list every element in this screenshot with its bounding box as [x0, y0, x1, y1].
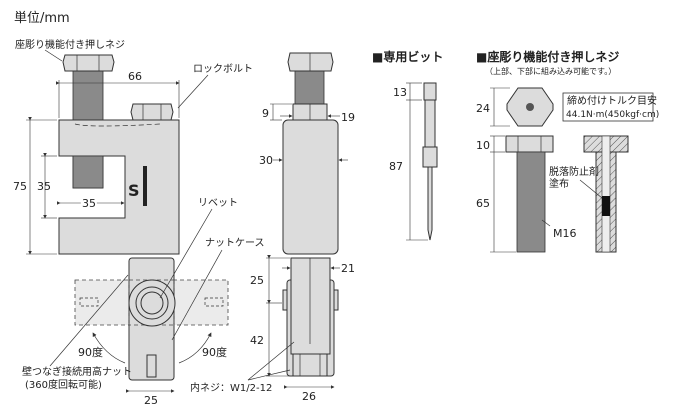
push-screw-head: [62, 54, 115, 72]
push-screw-label: 座彫り機能付き押しネジ: [15, 38, 125, 51]
screw-thread: [516, 151, 546, 253]
inner-thread-label: 内ネジ：W1/2-12: [190, 381, 272, 394]
rivet: [140, 291, 164, 315]
dim-10: 10: [476, 139, 490, 152]
dim-75: 75: [13, 180, 27, 193]
dim-13: 13: [393, 86, 407, 99]
bit-section: ■専用ビット 13 87: [372, 49, 443, 241]
dim-25: 25: [250, 274, 264, 287]
dim-19: 19: [341, 111, 355, 124]
thread-size: M16: [553, 227, 577, 240]
dim-opening-height-35: 35: [37, 180, 51, 193]
high-nut-label: 壁つなぎ接続用高ナット: [22, 365, 132, 378]
push-screw-section: ■座彫り機能付き押しネジ （上部、下部に組み込み可能です。） 締め付けトルク目安…: [476, 49, 659, 253]
dim-26: 26: [302, 390, 316, 403]
dim-42: 42: [250, 334, 264, 347]
torque-label: 締め付けトルク目安: [567, 94, 657, 107]
logo-icon: S: [128, 166, 147, 206]
dim-65: 65: [476, 197, 490, 210]
adhesive-label-1: 脱落防止剤: [549, 165, 599, 178]
rivet-label: リベット: [198, 197, 238, 209]
lock-bolt-label: ロックボルト: [193, 63, 253, 75]
screw-head: [505, 135, 554, 153]
dim-case-25: 25: [144, 394, 158, 407]
side-view: 9 19 30 21 25 42 26 内ネジ：W1/2-12: [190, 52, 355, 403]
dim-66: 66: [128, 70, 142, 83]
dim-opening-width-35: 35: [82, 197, 96, 210]
unit-label: 単位/mm: [14, 10, 70, 26]
screw-cross-section: [583, 135, 629, 253]
push-screw-title: ■座彫り機能付き押しネジ: [476, 49, 619, 64]
rotation-left: 90度: [78, 345, 103, 359]
dim-87: 87: [389, 160, 403, 173]
push-screw-subtitle: （上部、下部に組み込み可能です。）: [485, 66, 616, 76]
dim-21: 21: [341, 262, 355, 275]
bit-title: ■専用ビット: [372, 49, 443, 64]
dim-30: 30: [259, 154, 273, 167]
rotation-right: 90度: [202, 345, 227, 359]
lock-bolt: [130, 103, 174, 121]
svg-text:S: S: [128, 181, 140, 200]
torque-box: 締め付けトルク目安 44.1N·m(450kgf·cm): [562, 92, 659, 122]
adhesive-label-2: 塗布: [549, 177, 569, 190]
torque-value: 44.1N·m(450kgf·cm): [566, 110, 659, 120]
dim-24: 24: [476, 102, 490, 115]
dim-9: 9: [262, 107, 269, 120]
nut-case-label: ナットケース: [205, 237, 265, 249]
high-nut-note: (360度回転可能): [25, 378, 102, 391]
front-view: 座彫り機能付き押しネジ ロックボルト S リベット ナットケース 壁つなぎ接続用…: [13, 38, 265, 407]
